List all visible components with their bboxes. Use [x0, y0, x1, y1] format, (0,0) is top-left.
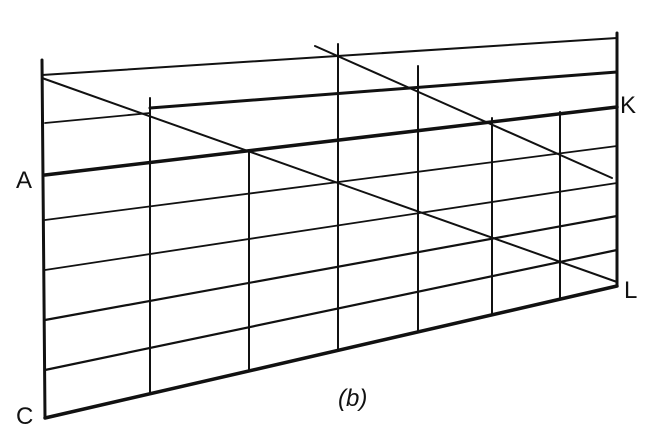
third-line [44, 112, 151, 124]
line-ak [43, 105, 619, 177]
upper-thick-line [335, 58, 617, 72]
left-edge-line [40, 58, 47, 420]
row-line-1 [44, 145, 618, 221]
label-c: C [16, 403, 33, 430]
bottom-edge-line [43, 284, 619, 420]
label-l: L [624, 277, 637, 304]
row-line-3 [43, 214, 619, 322]
second-line [148, 70, 619, 110]
diagonal-main [41, 77, 618, 283]
row-line-2 [44, 182, 618, 271]
label-a: A [16, 167, 32, 194]
row-line-4 [43, 248, 619, 372]
grid-lines [40, 31, 619, 420]
figure-caption: (b) [338, 385, 367, 412]
label-k: K [620, 92, 636, 119]
diagonal-upper [314, 45, 613, 179]
top-line [41, 37, 618, 76]
